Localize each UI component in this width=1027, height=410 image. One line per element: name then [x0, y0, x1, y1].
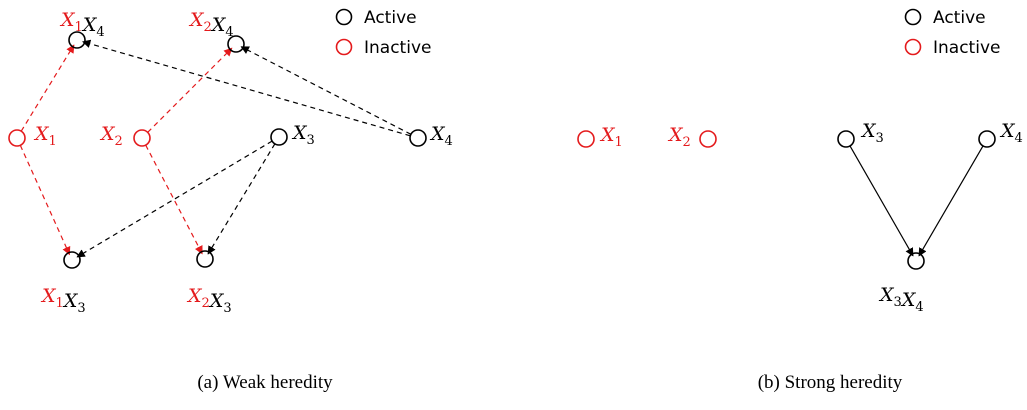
- edge-x4-to-x1x4: [81, 39, 411, 137]
- strong-heredity-caption: (b) Strong heredity: [758, 372, 903, 393]
- legend-inactive-circle: [904, 38, 922, 56]
- node-x3: [837, 130, 855, 148]
- node-label-x3: X3: [860, 120, 884, 146]
- node-x2x3: [196, 250, 214, 268]
- legend-active-label: Active: [933, 8, 986, 28]
- node-label-x3x4: X3X4: [878, 284, 924, 315]
- node-label-x2x3: X2X3: [186, 285, 232, 316]
- node-label-x1: X1: [33, 123, 57, 149]
- legend-inactive-label: Inactive: [933, 38, 1000, 58]
- node-x1x3: [63, 251, 81, 269]
- node-label-x4: X4: [999, 120, 1023, 146]
- legend-inactive-circle: [335, 38, 353, 56]
- edge-x4-to-x3x4: [918, 145, 984, 257]
- node-label-x2x4: X2X4: [188, 9, 234, 40]
- node-x4: [409, 129, 427, 147]
- node-x1: [577, 130, 595, 148]
- node-label-x1: X1: [599, 124, 623, 150]
- node-x2: [699, 130, 717, 148]
- node-label-x2: X2: [99, 123, 123, 149]
- edge-x3-to-x1x3: [76, 140, 273, 258]
- node-label-x1x3: X1X3: [40, 285, 86, 316]
- edge-x1-to-x1x4: [20, 44, 75, 132]
- node-x1: [8, 129, 26, 147]
- node-x2: [133, 129, 151, 147]
- node-x1x4: [68, 31, 86, 49]
- edge-x2-to-x2x3: [145, 144, 203, 255]
- legend-active-circle: [904, 8, 922, 26]
- edge-x3-to-x3x4: [849, 145, 914, 257]
- node-label-x2: X2: [667, 124, 691, 150]
- weak-heredity-legend: Active Inactive: [335, 8, 431, 58]
- node-label-x1x4: X1X4: [59, 9, 105, 40]
- strong-heredity-legend: Active Inactive: [904, 8, 1000, 58]
- weak-heredity-edges: [19, 39, 412, 258]
- legend-active-label: Active: [364, 8, 417, 28]
- node-x2x4: [227, 35, 245, 53]
- legend-inactive-label: Inactive: [364, 38, 431, 58]
- node-label-x4: X4: [429, 123, 453, 149]
- weak-heredity-caption: (a) Weak heredity: [197, 372, 333, 393]
- edge-x2-to-x2x4: [147, 47, 233, 133]
- node-x3: [270, 128, 288, 146]
- node-label-x3: X3: [291, 122, 315, 148]
- node-x3x4: [907, 252, 925, 270]
- edge-x4-to-x2x4: [240, 46, 412, 135]
- strong-heredity-edges: [849, 145, 984, 257]
- edge-x3-to-x2x3: [207, 143, 276, 255]
- edge-x1-to-x1x3: [19, 145, 71, 256]
- node-x4: [978, 130, 996, 148]
- legend-active-circle: [335, 8, 353, 26]
